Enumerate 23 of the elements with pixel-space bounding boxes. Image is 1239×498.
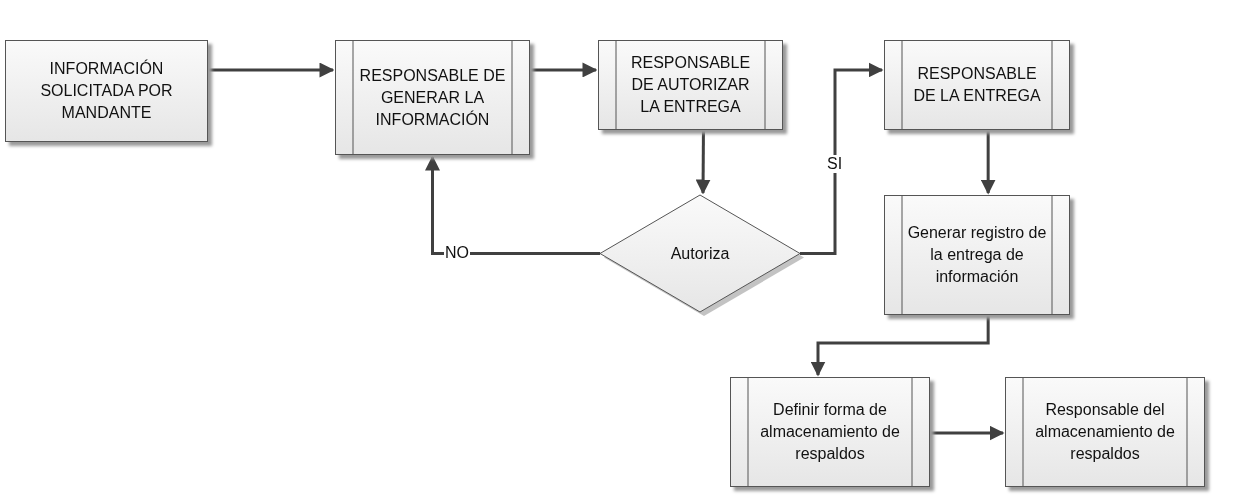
node-label: RESPONSABLE DE AUTORIZAR LA ENTREGA [629, 53, 752, 117]
subprocess-box [1005, 377, 1205, 487]
node-label: RESPONSABLE DE LA ENTREGA [912, 64, 1042, 106]
node-label: RESPONSABLE DE GENERAR LA INFORMACIÓN [358, 65, 507, 130]
subprocess-box [884, 40, 1070, 130]
subprocess-box [598, 40, 783, 130]
node-label: INFORMACIÓN SOLICITADA POR MANDANTE [39, 58, 174, 123]
node-label: Responsable del almacenamiento de respaldos [1034, 400, 1176, 464]
arrow [695, 130, 711, 195]
subprocess-box [335, 40, 530, 155]
arrow [800, 62, 884, 255]
node-label: Generar registro de la entrega de información [906, 223, 1048, 287]
arrow [980, 130, 996, 195]
subprocess-box [884, 195, 1070, 315]
arrow [930, 425, 1005, 441]
arrow [425, 155, 600, 255]
arrow [530, 62, 598, 78]
node-label: Definir forma de almacenamiento de respaldos [759, 400, 901, 464]
arrow [810, 315, 990, 377]
arrow [208, 62, 335, 78]
process-box [5, 40, 208, 142]
edge-label: SI [826, 155, 844, 173]
subprocess-box [730, 377, 930, 487]
